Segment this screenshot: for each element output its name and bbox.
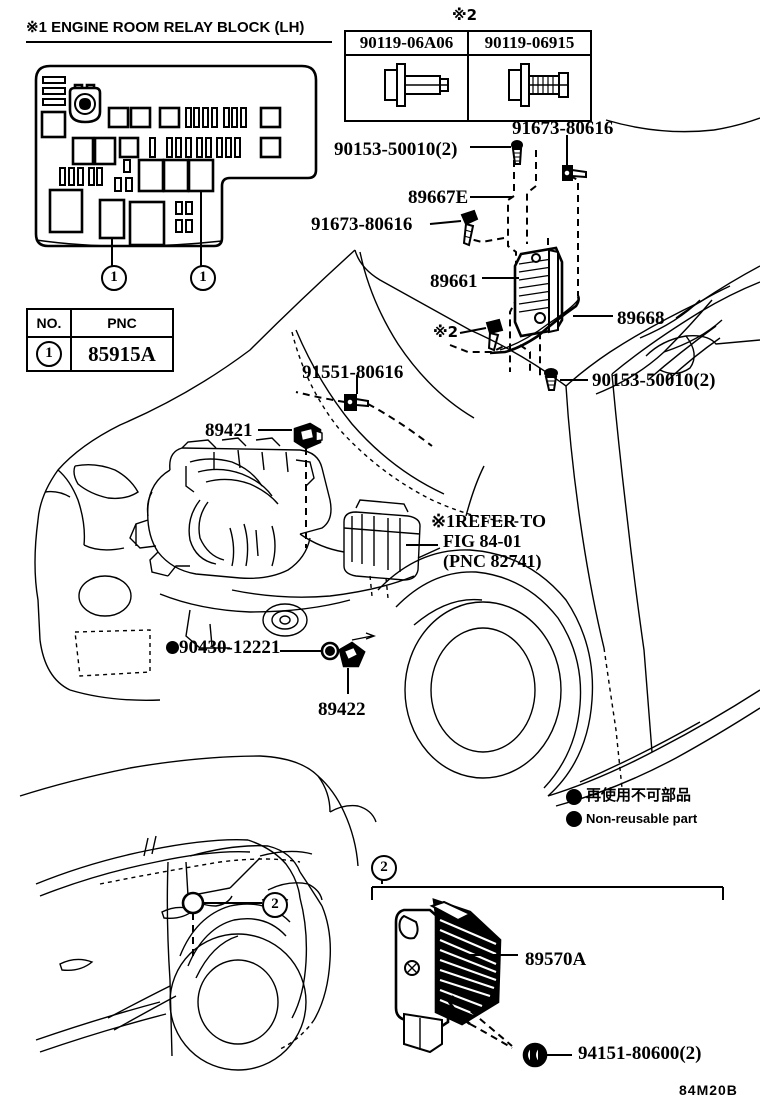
callout-89422: 89422 (318, 699, 366, 720)
bolt-table: 90119-06A06 90119-06915 (344, 30, 592, 122)
part-89421-shape (293, 422, 323, 450)
callout-94151-80600: 94151-80600(2) (578, 1043, 702, 1064)
screw-90153-50010-top (511, 140, 523, 165)
legend-japanese: 再使用不可部品 (586, 786, 692, 804)
callout-89667E: 89667E (408, 187, 469, 208)
diagram-code: 84M20B (679, 1082, 738, 1098)
callout-89668: 89668 (617, 308, 665, 329)
part-89422-shape (320, 641, 366, 668)
pnc-table-header-no: NO. (26, 308, 72, 338)
bolt-table-cell-1 (344, 54, 469, 122)
callout-90430-12221: 90430-12221 (179, 637, 281, 658)
nonreusable-dot-icon (166, 641, 179, 654)
refer-to-note: ※1REFER TO FIG 84-01 (PNC 82741) (431, 511, 546, 570)
callout-91551-80616: 91551-80616 (302, 362, 404, 383)
callout-note2-mid: ※2 (433, 323, 459, 341)
bolt-table-cell-2 (467, 54, 592, 122)
part-89661-shape (513, 246, 564, 338)
bolt-table-header-1: 90119-06A06 (344, 30, 469, 56)
engine-assembly (129, 437, 421, 649)
pnc-table-cell-pnc: 85915A (70, 336, 174, 372)
callout-90153-50010-top: 90153-50010(2) (334, 139, 458, 160)
bolt-table-header-2: 90119-06915 (467, 30, 592, 56)
marker-1-relay-b: 1 (190, 265, 216, 291)
callout-90153-50010-bot: 90153-50010(2) (592, 370, 716, 391)
screw-91673-80616-top (562, 165, 587, 181)
marker-2-detail: 2 (371, 855, 397, 881)
relay-block-header: ※1 ENGINE ROOM RELAY BLOCK (LH) (26, 19, 305, 36)
marker-2-vehicle: 2 (262, 892, 288, 918)
callout-89570A: 89570A (525, 949, 587, 970)
callout-89661: 89661 (430, 271, 478, 292)
marker-1-table: 1 (36, 341, 62, 367)
part-89570A-shape (394, 898, 513, 1054)
callout-91673-80616-top: 91673-80616 (512, 118, 614, 139)
screw-91673-80616-left (460, 209, 479, 247)
pnc-table: NO. PNC 1 85915A (26, 308, 174, 372)
callout-90430-12221-group: 90430-12221 (166, 638, 280, 658)
refer-to-line-1: ※1REFER TO (431, 511, 546, 531)
legend-english: Non-reusable part (586, 811, 698, 826)
pnc-table-header-pnc: PNC (70, 308, 174, 338)
screw-note2-mid (485, 318, 504, 352)
clip-94151-80600-shape (522, 1042, 548, 1068)
screw-91551-80616 (344, 394, 369, 411)
vehicle-front-outline (34, 117, 760, 807)
pnc-table-cell-no: 1 (26, 336, 72, 372)
callout-89421: 89421 (205, 420, 253, 441)
bolt-table-marker: ※2 (452, 6, 478, 24)
marker-1-relay-a: 1 (101, 265, 127, 291)
callout-91673-80616-left: 91673-80616 (311, 214, 413, 235)
refer-to-line-3: (PNC 82741) (443, 551, 542, 571)
refer-to-line-2: FIG 84-01 (443, 531, 522, 551)
